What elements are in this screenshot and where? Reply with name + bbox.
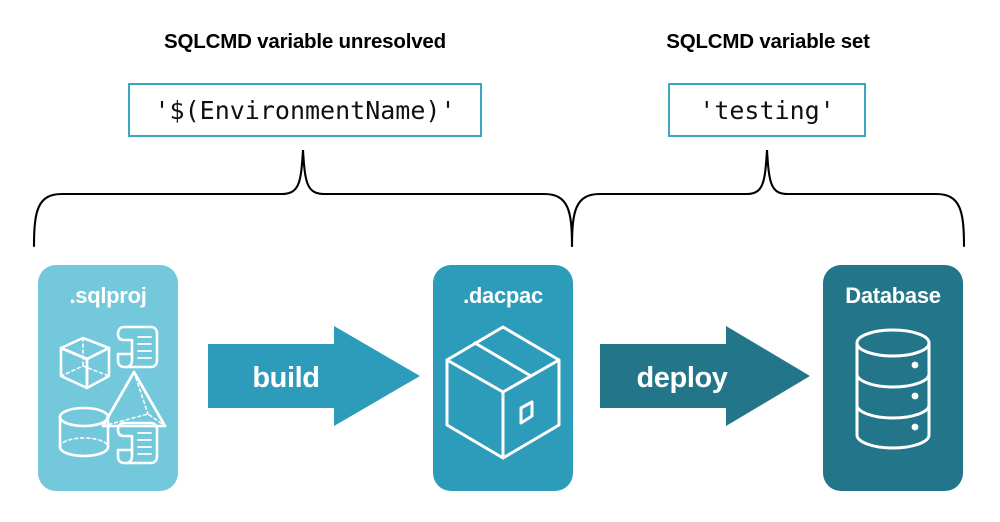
- card-dacpac-artwork: [433, 313, 573, 483]
- arrow-deploy: [598, 322, 812, 430]
- scroll-icon: [116, 325, 159, 369]
- pyramid-icon: [101, 370, 167, 428]
- curly-brace-left: [28, 148, 578, 248]
- card-database-title: Database: [845, 283, 941, 308]
- card-sqlproj-title: .sqlproj: [69, 283, 147, 308]
- card-database-artwork: [823, 313, 963, 483]
- arrow-build-shape: [208, 326, 420, 426]
- card-sqlproj-artwork: [38, 313, 178, 483]
- code-box-testing: 'testing': [668, 83, 866, 137]
- card-dacpac-title: .dacpac: [463, 283, 543, 308]
- package-box-icon: [445, 325, 561, 460]
- arrow-deploy-shape: [600, 326, 810, 426]
- arrow-build-label: build: [252, 362, 320, 394]
- curly-brace-right: [566, 148, 970, 248]
- scroll-icon: [116, 421, 159, 465]
- heading-sqlcmd-variable-unresolved: SQLCMD variable unresolved: [164, 30, 446, 53]
- card-dacpac: .dacpac: [433, 265, 573, 491]
- cube-icon: [59, 336, 111, 390]
- heading-sqlcmd-variable-set: SQLCMD variable set: [666, 30, 870, 53]
- code-box-environment-name: '$(EnvironmentName)': [128, 83, 482, 137]
- arrow-deploy-label: deploy: [636, 362, 728, 394]
- cylinder-icon: [58, 406, 110, 458]
- arrow-build: [206, 322, 422, 430]
- card-sqlproj: .sqlproj: [38, 265, 178, 491]
- card-database: Database: [823, 265, 963, 491]
- database-cylinder-icon: [855, 328, 931, 450]
